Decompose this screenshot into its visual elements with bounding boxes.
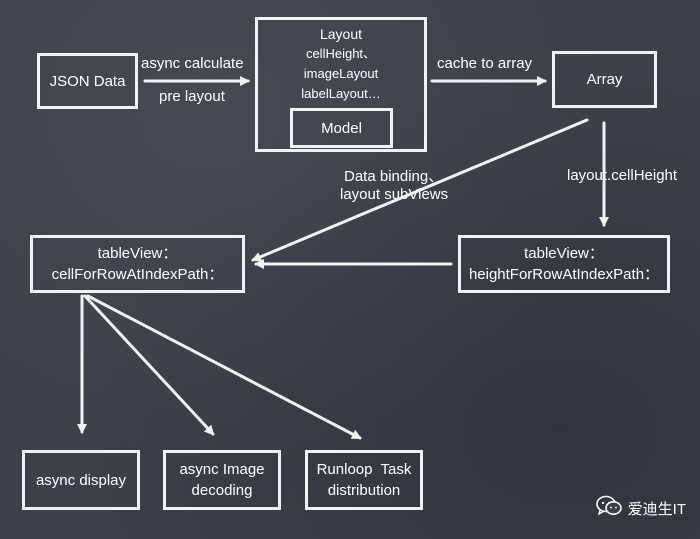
edge-label-data-binding: Data binding、	[344, 168, 444, 185]
async-display-label: async display	[35, 471, 127, 489]
height-for-row-line1: tableView：	[524, 245, 604, 262]
layout-line-cellheight: cellHeight、	[305, 46, 377, 61]
json-data-node: JSON Data	[37, 53, 138, 109]
runloop-line1: Runloop Task	[316, 461, 412, 478]
edge-label-cache-to-array: cache to array	[437, 55, 533, 72]
layout-line-imagelayout: imageLayout	[303, 66, 379, 81]
cell-for-row-line2: cellForRowAtIndexPath：	[51, 266, 224, 283]
async-image-line2: decoding	[191, 482, 253, 499]
runloop-node: Runloop Task distribution	[305, 450, 423, 510]
edge-label-layout-cellheight: layout.cellHeight	[567, 167, 678, 184]
layout-line-title: Layout	[319, 26, 363, 42]
edge-label-pre-layout: pre layout	[159, 88, 225, 105]
height-for-row-line2: heightForRowAtIndexPath：	[468, 266, 660, 283]
arrow-cell-to-image	[83, 294, 215, 436]
async-image-line1: async Image	[179, 461, 265, 478]
async-display-node: async display	[22, 450, 140, 510]
runloop-line2: distribution	[327, 482, 401, 499]
arrow-cell-to-runloop	[86, 294, 362, 440]
layout-lines: Layout cellHeight、 imageLayout labelLayo…	[258, 24, 424, 104]
watermark-text: 爱迪生IT	[627, 500, 686, 518]
layout-line-labellayout: labelLayout…	[301, 86, 381, 101]
array-node: Array	[552, 51, 657, 108]
cell-for-row-line1: tableView：	[97, 245, 178, 262]
cell-for-row-node: tableView： cellForRowAtIndexPath：	[30, 235, 245, 293]
watermark: 爱迪生IT	[595, 495, 686, 521]
model-node: Model	[290, 108, 393, 148]
arrow-array-to-cell	[251, 118, 589, 262]
edge-label-async-calculate: async calculate	[141, 55, 244, 72]
array-label: Array	[586, 71, 623, 88]
async-image-node: async Image decoding	[163, 450, 281, 510]
model-label: Model	[321, 119, 362, 137]
layout-node: Layout cellHeight、 imageLayout labelLayo…	[255, 17, 427, 152]
edge-label-layout-subviews: layout subViews	[340, 186, 449, 203]
height-for-row-node: tableView： heightForRowAtIndexPath：	[458, 235, 670, 293]
json-data-label: JSON Data	[49, 72, 126, 90]
wechat-icon	[595, 495, 622, 521]
